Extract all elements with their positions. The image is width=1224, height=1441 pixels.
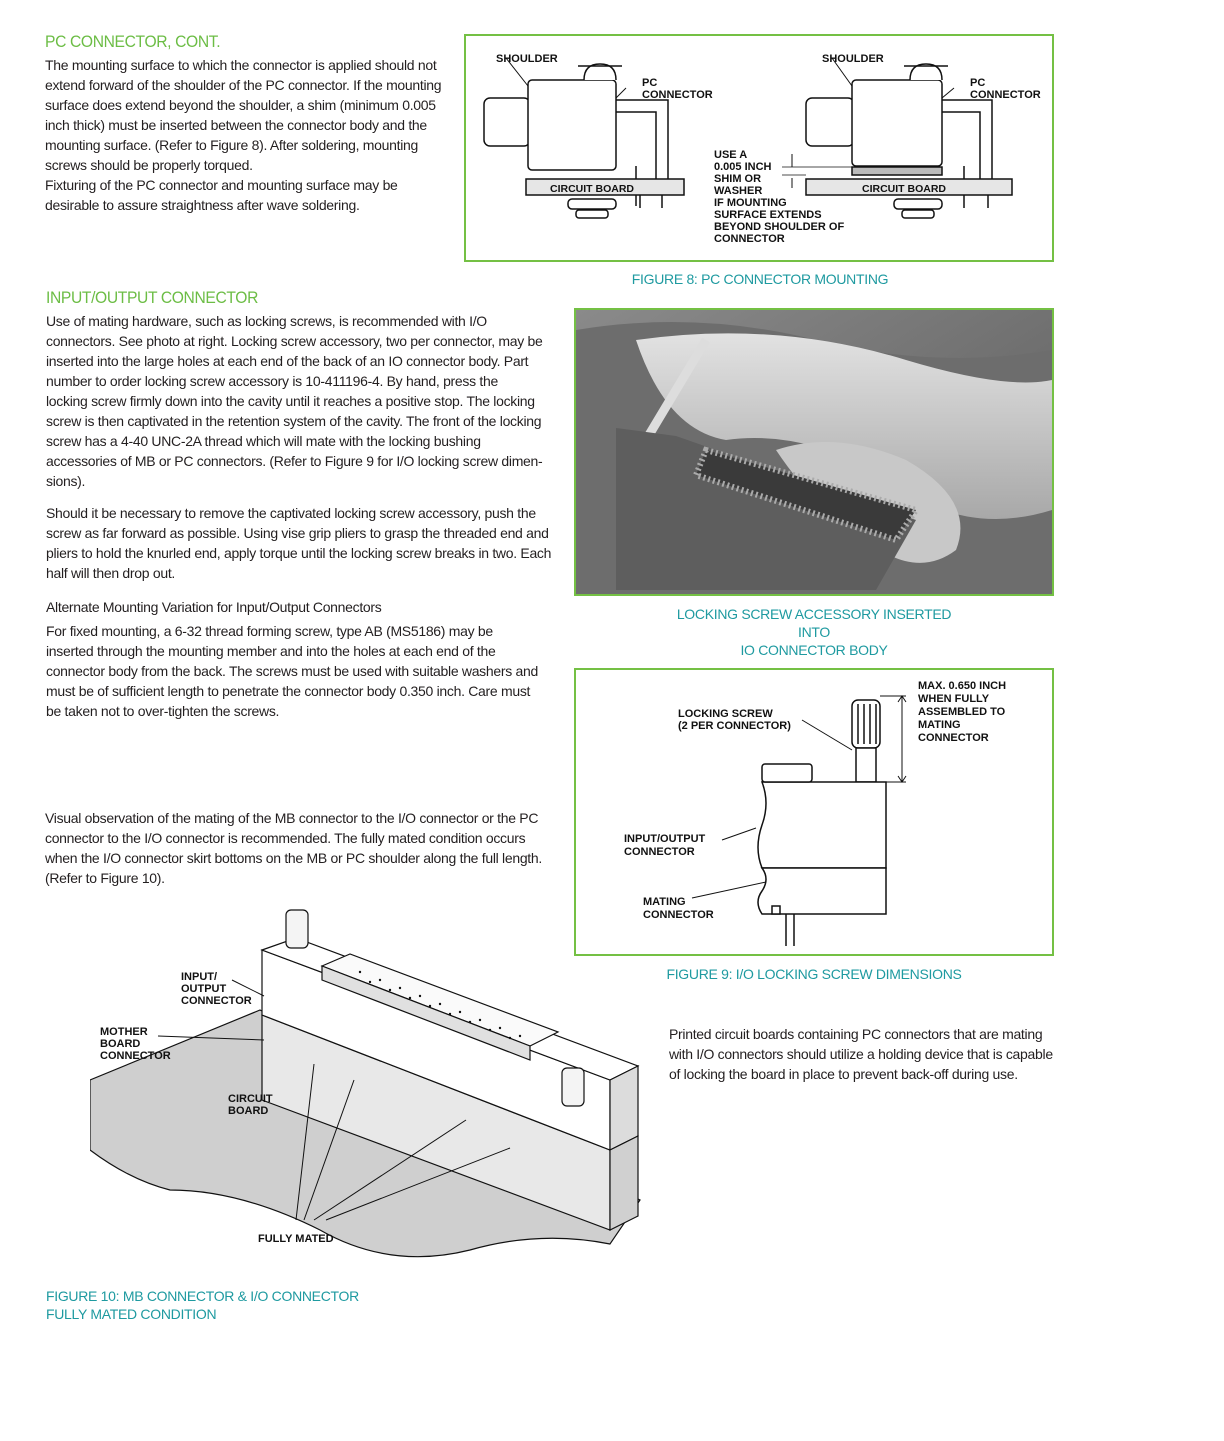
io-connector-heading: INPUT/OUTPUT CONNECTOR <box>46 288 259 307</box>
locking-screw-photo <box>574 308 1054 596</box>
shim-note-line-8: CONNECTOR <box>714 233 785 245</box>
connector-assembly <box>260 909 640 1231</box>
fig10-io-label-3: CONNECTOR <box>181 995 252 1007</box>
mating-connector-label-1: MATING <box>643 896 686 908</box>
shim-note-line-6: SURFACE EXTENDS <box>714 209 822 221</box>
left-shoulder-label: SHOULDER <box>496 53 558 65</box>
shim-note-line-7: BEYOND SHOULDER OF <box>714 221 844 233</box>
max-note-line-3: ASSEMBLED TO <box>918 706 1006 718</box>
left-pc-connector-drawing <box>483 63 685 219</box>
photo-caption: LOCKING SCREW ACCESSORY INSERTED INTO IO… <box>676 606 952 658</box>
max-note-line-2: WHEN FULLY <box>918 693 990 705</box>
pc-connector-heading: PC CONNECTOR, CONT. <box>45 32 221 51</box>
shim-note-line-4: WASHER <box>714 185 762 197</box>
right-connector-label: CONNECTOR <box>970 89 1041 101</box>
figure-8-box: SHOULDER PC CONNECTOR CIRCUIT BOARD SHOU… <box>464 34 1054 262</box>
fig10-board-label-2: BOARD <box>228 1105 268 1117</box>
left-pc-leader <box>615 87 627 99</box>
io-connector-label-1: INPUT/OUTPUT <box>624 833 706 845</box>
left-connector-label: CONNECTOR <box>642 89 713 101</box>
pc-connector-paragraph: The mounting surface to which the connec… <box>45 57 442 213</box>
shim-note-line-3: SHIM OR <box>714 173 761 185</box>
max-note-line-1: MAX. 0.650 INCH <box>918 680 1006 692</box>
left-circuit-board-label: CIRCUIT BOARD <box>550 183 634 195</box>
locking-screw-label-2: (2 PER CONNECTOR) <box>678 720 791 732</box>
io-paragraph-4: Visual observation of the mating of the … <box>45 810 542 886</box>
io-paragraph-1: Use of mating hardware, such as locking … <box>46 313 543 489</box>
right-pc-label: PC <box>970 77 985 89</box>
printed-boards-paragraph: Printed circuit boards containing PC con… <box>669 1026 1053 1082</box>
figure-9-drawing: LOCKING SCREW (2 PER CONNECTOR) MAX. 0.6… <box>624 680 1006 946</box>
fig10-mb-label-1: MOTHER <box>100 1026 148 1038</box>
left-pc-label: PC <box>642 77 657 89</box>
max-note-line-5: CONNECTOR <box>918 732 989 744</box>
right-circuit-board-label: CIRCUIT BOARD <box>862 183 946 195</box>
left-shoulder-leader <box>505 57 529 87</box>
figure-8-caption: FIGURE 8: PC CONNECTOR MOUNTING <box>631 271 889 287</box>
alternate-mounting-subheading: Alternate Mounting Variation for Input/O… <box>46 599 382 615</box>
fig10-board-label-1: CIRCUIT <box>228 1093 273 1105</box>
pin-grid <box>358 970 522 1040</box>
fig10-mb-label-3: CONNECTOR <box>100 1050 171 1062</box>
fig10-fully-mated-label: FULLY MATED <box>258 1233 334 1245</box>
shim-note-line-5: IF MOUNTING <box>714 197 787 209</box>
locking-screw-label-1: LOCKING SCREW <box>678 708 773 720</box>
io-paragraph-3: For fixed mounting, a 6-32 thread formin… <box>46 623 538 719</box>
photo-hand-connector <box>576 310 1052 594</box>
shim-note-line-2: 0.005 INCH <box>714 161 772 173</box>
max-note-line-4: MATING <box>918 719 961 731</box>
io-locking-screw-drawing <box>757 699 887 946</box>
figure-9-caption: FIGURE 9: I/O LOCKING SCREW DIMENSIONS <box>666 966 962 982</box>
fig10-mb-label-2: BOARD <box>100 1038 140 1050</box>
figure-9-box: LOCKING SCREW (2 PER CONNECTOR) MAX. 0.6… <box>574 668 1054 956</box>
fig10-io-label-1: INPUT/ <box>181 971 217 983</box>
io-connector-label-2: CONNECTOR <box>624 846 695 858</box>
right-pc-connector-drawing <box>805 63 1013 219</box>
mating-connector-label-2: CONNECTOR <box>643 909 714 921</box>
fig10-io-label-2: OUTPUT <box>181 983 227 995</box>
shim-note-line-1: USE A <box>714 149 747 161</box>
io-paragraph-2: Should it be necessary to remove the cap… <box>46 505 552 581</box>
figure-10-drawing: INPUT/ OUTPUT CONNECTOR MOTHER BOARD CON… <box>89 900 650 1280</box>
figure-10-caption: FIGURE 10: MB CONNECTOR & I/O CONNECTOR … <box>46 1288 359 1322</box>
right-shoulder-label: SHOULDER <box>822 53 884 65</box>
figure-8-drawing: SHOULDER PC CONNECTOR CIRCUIT BOARD SHOU… <box>483 53 1041 245</box>
